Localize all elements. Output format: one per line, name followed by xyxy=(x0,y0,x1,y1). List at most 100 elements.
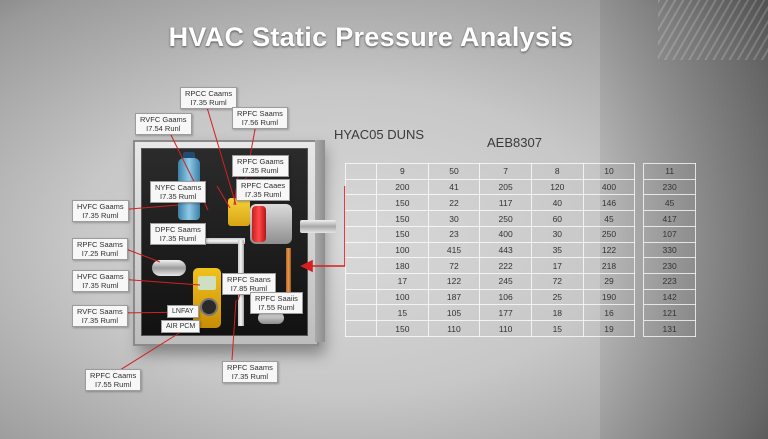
table-cell: 23 xyxy=(427,225,481,243)
table-cell: 330 xyxy=(643,241,696,259)
pipe-horizontal xyxy=(205,238,245,244)
table-cell: 11 xyxy=(643,163,696,180)
table-cell: 100 xyxy=(376,288,429,306)
table-cell: 25 xyxy=(530,288,584,306)
table-cell: 400 xyxy=(582,178,636,196)
hvac-cabinet-side xyxy=(315,140,325,342)
table-cell: 60 xyxy=(530,210,584,227)
table-cell: 110 xyxy=(479,320,532,337)
callout-label: AIR PCM xyxy=(161,320,201,333)
table-cell: 8 xyxy=(530,163,584,180)
table-cell xyxy=(634,304,645,321)
table-cell: 35 xyxy=(530,241,584,259)
table-cell: 150 xyxy=(376,320,429,337)
table-cell: 7 xyxy=(479,163,532,180)
table-cell xyxy=(634,163,645,180)
table-cell: 142 xyxy=(643,288,696,306)
table-cell: 10 xyxy=(582,163,636,180)
table-cell xyxy=(634,179,645,195)
table-cell xyxy=(345,225,377,243)
table-cell xyxy=(634,273,645,290)
table-cell: 30 xyxy=(530,225,584,243)
table-cell: 443 xyxy=(479,241,532,259)
table-cell: 245 xyxy=(479,273,532,290)
table-cell: 110 xyxy=(427,320,481,337)
manometer-screen xyxy=(198,276,216,290)
copper-line xyxy=(286,248,291,308)
table-cell xyxy=(345,194,377,212)
table-cell: 187 xyxy=(427,288,481,306)
table-header-right: AEB8307 xyxy=(487,135,542,150)
table-cell: 230 xyxy=(643,257,696,275)
table-cell: 50 xyxy=(427,163,481,180)
table-cell: 131 xyxy=(643,320,696,337)
table-cell: 250 xyxy=(582,225,636,243)
manometer-dial xyxy=(200,298,218,316)
table-cell: 41 xyxy=(427,178,481,196)
table-cell: 150 xyxy=(376,225,429,243)
table-cell: 72 xyxy=(427,257,481,275)
table-cell: 40 xyxy=(530,194,584,212)
table-cell: 18 xyxy=(530,304,584,322)
coil-unit xyxy=(258,312,284,324)
table-cell: 15 xyxy=(530,320,584,337)
table-cell: 72 xyxy=(530,273,584,290)
pressure-gauge-box xyxy=(228,198,250,226)
table-cell: 106 xyxy=(479,288,532,306)
motor-ring xyxy=(252,206,266,242)
table-header-left: HYAC05 DUNS xyxy=(334,127,425,142)
table-cell: 17 xyxy=(530,257,584,275)
table-cell: 30 xyxy=(427,210,481,227)
table-cell xyxy=(345,304,377,322)
table-cell: 400 xyxy=(479,225,532,243)
table-cell: 150 xyxy=(376,210,429,227)
table-cell xyxy=(634,226,645,243)
table-cell: 223 xyxy=(643,273,696,290)
table-cell: 29 xyxy=(582,273,636,290)
table-cell: 19 xyxy=(582,320,636,337)
table-cell: 45 xyxy=(643,194,696,212)
table-cell: 250 xyxy=(479,210,532,227)
outlet-pipe xyxy=(300,220,336,233)
table-cell: 117 xyxy=(479,194,532,212)
table-cell xyxy=(634,320,645,337)
table-cell xyxy=(345,257,377,275)
table-cell: 17 xyxy=(376,273,429,290)
table-cell: 150 xyxy=(376,194,429,212)
table-cell: 417 xyxy=(643,210,696,227)
table-cell: 22 xyxy=(427,194,481,212)
table-cell xyxy=(634,194,645,211)
table-cell: 146 xyxy=(582,194,636,212)
table-cell: 218 xyxy=(582,257,636,275)
table-cell: 180 xyxy=(376,257,429,275)
table-cell xyxy=(345,210,377,227)
table-cell: 120 xyxy=(530,178,584,196)
filter-cylinder xyxy=(152,260,186,276)
table-cell xyxy=(345,178,377,196)
table-cell: 230 xyxy=(643,178,696,196)
table-cell: 105 xyxy=(427,304,481,322)
table-cell: 107 xyxy=(643,225,696,243)
table-cell: 222 xyxy=(479,257,532,275)
table-cell: 100 xyxy=(376,241,429,259)
background-texture xyxy=(658,0,768,60)
table-cell: 15 xyxy=(376,304,429,322)
